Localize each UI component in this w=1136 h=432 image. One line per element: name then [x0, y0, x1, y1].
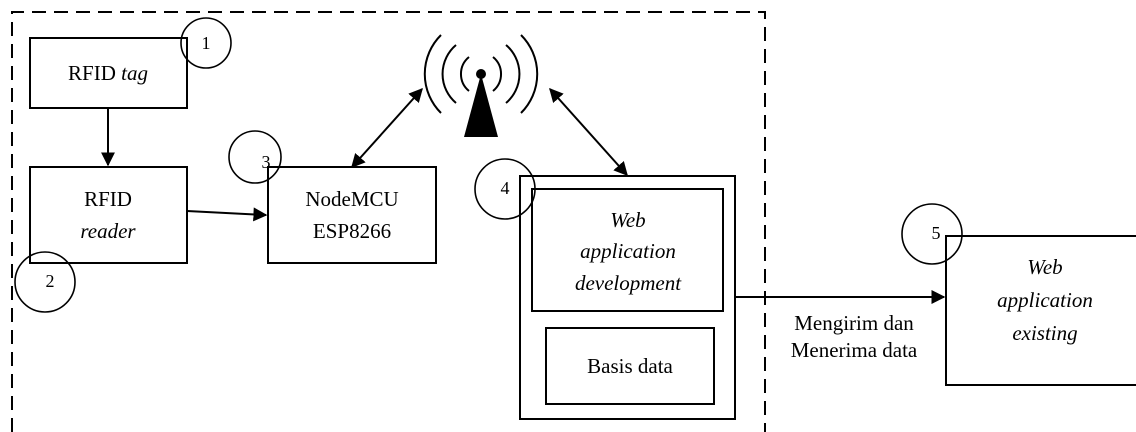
web-dev-label-line3: development [575, 271, 682, 295]
web-dev-label-line1: Web [610, 208, 645, 232]
marker-2-label: 2 [46, 271, 55, 291]
basis-data-label: Basis data [587, 354, 673, 378]
marker-5: 5 [901, 203, 963, 265]
server-container: Web application development Basis data [519, 175, 736, 420]
marker-1-label: 1 [202, 33, 211, 53]
web-existing-node: Web application existing [945, 235, 1136, 386]
nodemcu-label-line1: NodeMCU [305, 187, 398, 211]
marker-5-label: 5 [932, 223, 941, 243]
rfid-reader-label-line1: RFID [84, 187, 132, 211]
wireless-antenna-icon [423, 34, 539, 137]
rfid-tag-node: RFID tag [29, 37, 188, 109]
marker-3: 3 [228, 130, 282, 184]
marker-2: 2 [14, 251, 76, 313]
marker-1: 1 [180, 17, 232, 69]
marker-4-label: 4 [501, 178, 510, 198]
rfid-tag-label-italic: tag [121, 61, 148, 85]
svg-text:RFID tag: RFID tag [68, 61, 148, 85]
web-existing-label-line3: existing [1012, 321, 1077, 345]
marker-3-label: 3 [262, 152, 271, 172]
arrow-antenna-server [549, 87, 628, 177]
rfid-tag-label: RFID [68, 61, 121, 85]
edge-label-line2: Menerima data [791, 338, 918, 362]
system-boundary [11, 11, 766, 432]
web-existing-label-line1: Web [1027, 255, 1062, 279]
nodemcu-node: NodeMCU ESP8266 [267, 166, 437, 264]
marker-4: 4 [474, 158, 536, 220]
edge-label-line1: Mengirim dan [794, 311, 914, 335]
arrow-reader-to-nodemcu [186, 207, 268, 222]
rfid-reader-label-line2: reader [80, 219, 136, 243]
rfid-reader-node: RFID reader [29, 166, 188, 264]
arrow-nodemcu-antenna [351, 87, 423, 169]
web-existing-label-line2: application [997, 288, 1093, 312]
nodemcu-label-line2: ESP8266 [313, 219, 391, 243]
web-dev-label-line2: application [580, 239, 676, 263]
